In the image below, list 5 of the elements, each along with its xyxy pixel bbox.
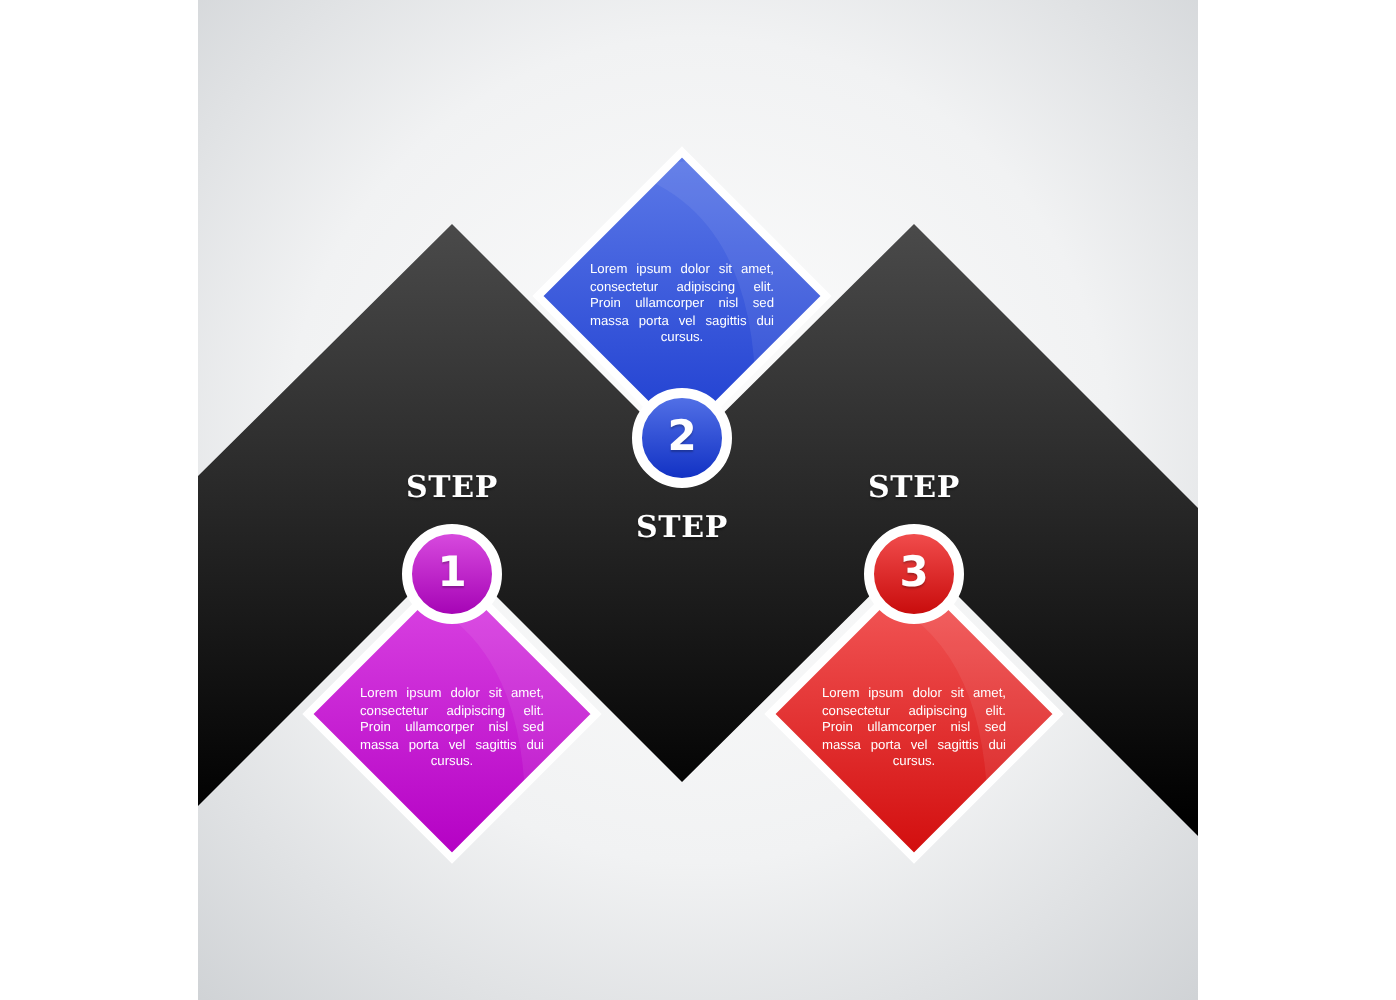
step-number: 3 xyxy=(899,552,929,595)
step-number: 2 xyxy=(667,416,697,459)
step-heading: STEP xyxy=(636,513,728,543)
step-heading: STEP xyxy=(406,473,498,503)
step-heading: STEP xyxy=(868,473,960,503)
